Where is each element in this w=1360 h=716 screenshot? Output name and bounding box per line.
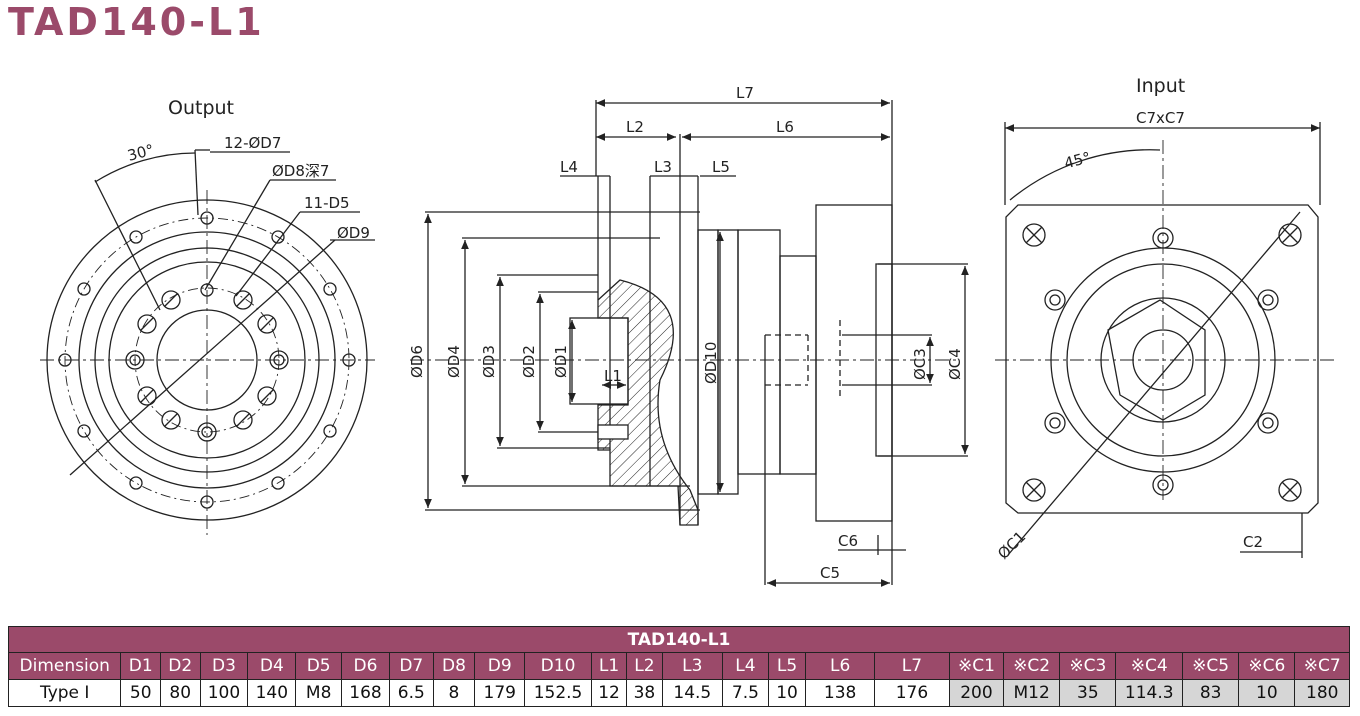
input-angle-label: 45° [1062,148,1092,172]
table-header-cell: L2 [626,652,663,680]
row-label-cell: Type I [7,679,122,707]
table-header-cell: D4 [247,652,297,680]
table-value-cell: 140 [247,679,297,707]
table-header-cell: D5 [295,652,343,680]
output-view-label: Output [168,97,234,119]
l6-label: L6 [776,118,794,136]
d9-callout: ØD9 [337,224,370,242]
table-header-cell: D7 [388,652,434,680]
d2-label: ØD2 [520,345,538,378]
table-value-cell: M12 [1003,679,1061,707]
table-header-cell: D8 [432,652,476,680]
c5-label: C5 [820,564,840,582]
c2-label: C2 [1243,533,1263,551]
d4-label: ØD4 [445,345,463,378]
l1-label: L1 [604,367,622,385]
d1-label: ØD1 [552,345,570,378]
table-header-cell: ※C5 [1182,652,1240,680]
table-header-cell: D9 [474,652,526,680]
d5-callout: 11-D5 [304,194,350,212]
table-value-cell: 50 [120,679,161,707]
table-header-cell: ※C1 [948,652,1005,680]
output-tapped-holes [125,283,289,442]
output-bolt-holes [58,211,356,509]
input-flange-square [1005,204,1319,514]
table-value-cell: 8 [432,679,476,707]
c1-label: ØC1 [994,528,1029,563]
table-header-cell: D2 [159,652,201,680]
table-banner: TAD140-L1 [8,626,1350,653]
table-header-cell: ※C3 [1059,652,1117,680]
table-header-cell: D6 [341,652,390,680]
input-view: Input C7xC7 45° ØC [994,75,1335,563]
table-header-cell: D3 [199,652,249,680]
d10-label: ØD10 [702,342,720,384]
table-value-cell: 200 [948,679,1005,707]
table-value-cell: 38 [626,679,663,707]
technical-drawing: Output [40,75,1335,587]
table-value-cell: 7.5 [722,679,769,707]
l3-label: L3 [654,158,672,176]
table-header-cell: L1 [590,652,628,680]
table-value-cell: 12 [590,679,628,707]
table-value-cell: 14.5 [661,679,724,707]
table-value-cell: 180 [1294,679,1350,707]
input-corner-holes [1022,223,1302,502]
c4-label: ØC4 [946,348,964,380]
input-socket-screws [1044,227,1279,496]
table-header-cell: L6 [805,652,875,680]
side-section-view: L7 L2 L6 L4 L3 L5 L1 ØD6 ØD4 ØD3 ØD2 ØD1… [408,84,969,587]
table-value-cell: 138 [805,679,875,707]
l5-label: L5 [712,158,730,176]
table-header-cell: ※C6 [1238,652,1296,680]
table-value-cell: 179 [474,679,526,707]
l7-label: L7 [736,84,754,102]
table-value-cell: 80 [159,679,201,707]
table-header-cell: Dimension [7,652,122,680]
table-value-cell: 10 [767,679,807,707]
l2-label: L2 [626,118,644,136]
table-header-cell: L4 [722,652,769,680]
table-header-cell: ※C7 [1294,652,1350,680]
table-value-cell: 168 [341,679,390,707]
table-value-cell: 6.5 [388,679,434,707]
table-header-cell: L7 [873,652,950,680]
table-header-cell: D1 [120,652,161,680]
table-value-cell: 114.3 [1115,679,1184,707]
l4-label: L4 [560,158,578,176]
table-header-cell: L3 [661,652,724,680]
output-angle-label: 30° [126,141,156,165]
page-title: TAD140-L1 [8,0,265,44]
c7-label: C7xC7 [1136,109,1185,127]
table-header-cell: L5 [767,652,807,680]
input-view-label: Input [1136,75,1185,97]
d7-callout: 12-ØD7 [224,134,281,152]
output-flange-outer [46,199,368,521]
table-value-cell: 83 [1182,679,1240,707]
output-shaft-bore [156,309,258,411]
table-header-cell: D10 [524,652,592,680]
table-header-cell: ※C2 [1003,652,1061,680]
table-value-cell: 100 [199,679,249,707]
table-value-cell: 176 [873,679,950,707]
table-value-cell: 35 [1059,679,1117,707]
table-value-cell: M8 [295,679,343,707]
d8-callout: ØD8深7 [272,162,329,180]
table-value-cell: 152.5 [524,679,592,707]
c6-label: C6 [838,532,858,550]
c3-label: ØC3 [911,348,929,380]
output-view: Output [40,97,375,535]
table-value-cell: 10 [1238,679,1296,707]
d3-label: ØD3 [480,345,498,378]
table-header-cell: ※C4 [1115,652,1184,680]
d6-label: ØD6 [408,345,426,378]
